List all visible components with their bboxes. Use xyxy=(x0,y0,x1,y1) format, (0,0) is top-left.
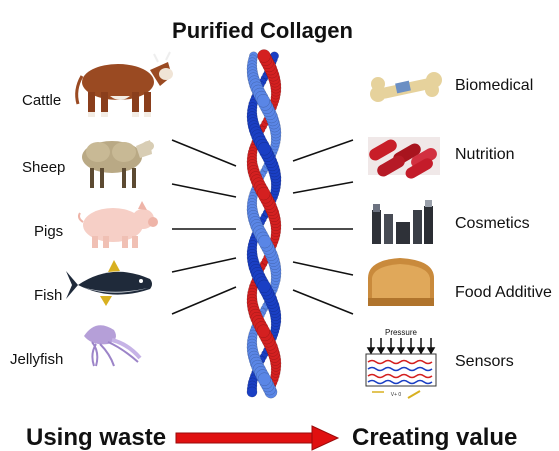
connector-sheep xyxy=(171,183,237,198)
pressure-sensor-icon xyxy=(365,338,437,399)
fish-icon xyxy=(66,260,152,306)
helix-bead xyxy=(257,49,271,63)
source-label-fish: Fish xyxy=(34,287,63,304)
source-label-jellyfish: Jellyfish xyxy=(10,351,64,368)
use-label-food-additive: Food Additive xyxy=(455,284,552,301)
source-connectors xyxy=(171,139,237,315)
cattle-icon xyxy=(75,51,173,117)
diagram-title: Purified Collagen xyxy=(172,18,353,43)
use-connectors xyxy=(292,139,354,315)
sheep-icon xyxy=(82,140,154,188)
connector-cattle xyxy=(171,139,237,167)
helix-bead xyxy=(257,234,272,249)
helix-bead xyxy=(257,279,271,294)
connector-sensors xyxy=(292,289,354,315)
use-label-sensors: Sensors xyxy=(455,353,514,370)
connector-jellyfish xyxy=(171,286,237,315)
jellyfish-icon xyxy=(84,325,142,367)
use-label-biomedical: Biomedical xyxy=(455,77,534,94)
helix-bead xyxy=(256,186,271,201)
bread-icon xyxy=(368,258,434,306)
footer-left-label: Using waste xyxy=(26,424,167,451)
collagen-helix xyxy=(246,49,282,399)
waste-to-value-arrow xyxy=(175,425,340,451)
sensor-caption: Pressure xyxy=(385,328,418,337)
helix-bead xyxy=(257,372,272,386)
connector-food-additive xyxy=(292,261,354,276)
connector-biomedical xyxy=(292,139,354,162)
helix-bead xyxy=(256,324,271,338)
source-label-sheep: Sheep xyxy=(22,159,66,176)
sensor-small-text: V+ 0 xyxy=(391,392,402,398)
connector-nutrition xyxy=(292,181,354,194)
helix-bead xyxy=(246,386,258,398)
pig-icon xyxy=(78,201,158,248)
connector-fish xyxy=(171,257,237,273)
use-label-nutrition: Nutrition xyxy=(455,146,515,163)
helix-bead xyxy=(256,94,271,108)
bone-icon xyxy=(370,72,442,102)
helix-bead xyxy=(257,142,272,156)
source-label-cattle: Cattle xyxy=(22,92,62,109)
cosmetics-bottles-icon xyxy=(372,200,433,244)
use-label-cosmetics: Cosmetics xyxy=(455,215,530,232)
source-label-pigs: Pigs xyxy=(34,223,64,240)
nutrition-capsules-icon xyxy=(368,137,440,179)
footer-right-label: Creating value xyxy=(352,424,518,451)
